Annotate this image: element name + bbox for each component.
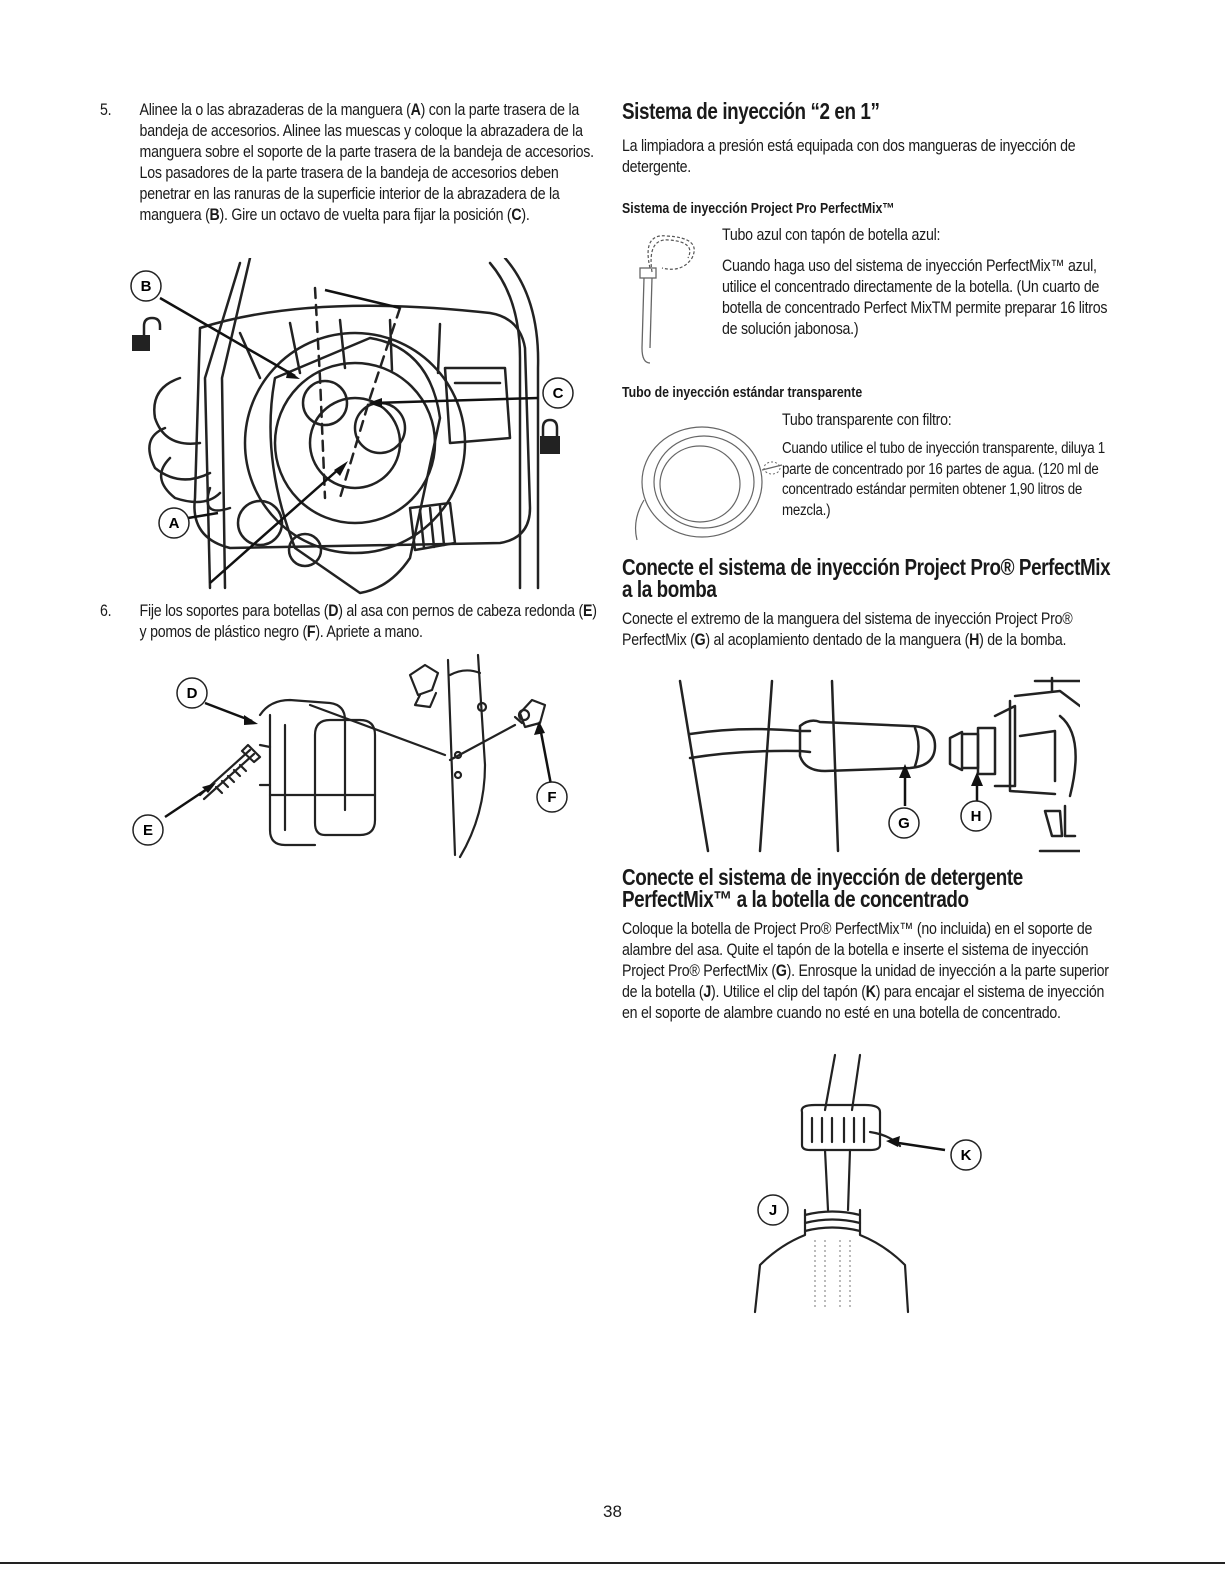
right-column: Sistema de inyección “2 en 1” La limpiad… [622, 100, 1112, 218]
footer-rule [0, 1562, 1225, 1564]
left-column: 5. Alinee la o las abrazaderas de la man… [100, 100, 600, 226]
blue-tube-heading: Tubo azul con tapón de botella azul: [722, 226, 941, 244]
step-number: 5. [100, 101, 112, 119]
step-text: Alinee la o las abrazaderas de la mangue… [139, 101, 594, 224]
callout-e: E [143, 822, 153, 839]
clear-tube-figure [622, 420, 792, 550]
unlock-icon [132, 316, 162, 351]
bottle-figure: K J [740, 1050, 1000, 1315]
connect-bottle-paragraph: Coloque la botella de Project Pro® Perfe… [622, 920, 1109, 1022]
clear-tube-paragraph: Cuando utilice el tubo de inyección tran… [782, 440, 1105, 519]
section-title-injection-system: Sistema de inyección “2 en 1” [622, 98, 880, 124]
callout-c: C [553, 385, 564, 402]
connect-pump-paragraph: Conecte el extremo de la manguera del si… [622, 610, 1073, 649]
page-number: 38 [603, 1502, 622, 1521]
hose-clamp-figure: B C A [110, 258, 580, 598]
blue-tube-figure [622, 228, 712, 368]
step-text: Fije los soportes para botellas (D) al a… [139, 602, 597, 641]
step-5: 5. Alinee la o las abrazaderas de la man… [100, 100, 599, 226]
bottle-holder-figure: D E F [120, 645, 580, 860]
callout-a: A [169, 515, 180, 532]
step-6: 6. Fije los soportes para botellas (D) a… [100, 601, 599, 643]
callout-b: B [141, 278, 152, 295]
clear-tube-heading: Tubo transparente con filtro: [782, 411, 952, 429]
callout-k: K [961, 1147, 972, 1164]
clear-tube-text: Tubo transparente con filtro: Cuando uti… [782, 410, 1112, 521]
callout-f: F [547, 789, 556, 806]
blue-tube-text: Tubo azul con tapón de botella azul: Cua… [722, 225, 1112, 340]
clear-tube-heading-wrap: Tubo de inyección estándar transparente [622, 384, 1112, 402]
callout-j: J [769, 1202, 777, 1219]
section-connect-pump: Conecte el sistema de inyección Project … [622, 556, 1112, 651]
subsection-title-clear-tube: Tubo de inyección estándar transparente [622, 385, 863, 401]
subsection-title-perfectmix: Sistema de inyección Project Pro Perfect… [622, 201, 895, 217]
callout-g: G [898, 815, 910, 832]
lock-icon [540, 418, 560, 454]
blue-tube-paragraph: Cuando haga uso del sistema de inyección… [722, 257, 1108, 338]
callout-d: D [187, 685, 198, 702]
hose-pump-figure: G H [660, 676, 1080, 858]
section-title-connect-bottle: Conecte el sistema de inyección de deter… [622, 864, 1023, 912]
section-title-connect-pump: Conecte el sistema de inyección Project … [622, 554, 1111, 602]
left-column-lower: 6. Fije los soportes para botellas (D) a… [100, 601, 600, 643]
callout-h: H [971, 808, 982, 825]
step-number: 6. [100, 602, 112, 620]
section-intro: La limpiadora a presión está equipada co… [622, 137, 1076, 176]
section-connect-bottle: Conecte el sistema de inyección de deter… [622, 866, 1112, 1024]
